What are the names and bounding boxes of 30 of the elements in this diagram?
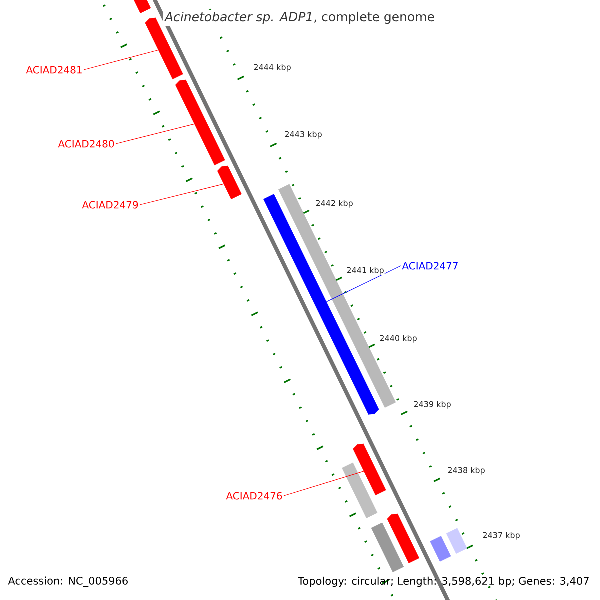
leader-line: [116, 124, 195, 144]
leader-line: [326, 266, 402, 302]
tick-label: 2437 kbp: [482, 532, 521, 540]
gene-track-bar: [371, 522, 404, 572]
gene-feature: [217, 166, 242, 200]
gene-feature: [175, 80, 226, 166]
gene-track-bar: [430, 536, 452, 562]
genome-info-text: Topology: circular; Length: 3,598,621 bp; Genes: 3,407: [298, 576, 589, 588]
tick-label: 2444 kbp: [253, 64, 292, 72]
leader-line: [84, 50, 159, 70]
tick-label: 2443 kbp: [284, 130, 323, 140]
tick-label: 2439 kbp: [413, 400, 452, 410]
gene-feature: [387, 514, 420, 564]
title: Acinetobacter sp. ADP1, complete genome: [163, 10, 437, 26]
accession-text: Accession: NC_005966: [8, 576, 128, 588]
tick-label: 2441 kbp: [346, 266, 385, 276]
gene-track-bar: [342, 462, 378, 518]
leader-line: [284, 471, 364, 496]
gene-feature: [132, 0, 152, 14]
gene-label: ACIAD2476: [226, 492, 282, 500]
gene-feature: [352, 444, 386, 496]
tick-label: 2438 kbp: [447, 466, 486, 476]
leader-line: [140, 184, 224, 206]
gene-label: ACIAD2479: [82, 201, 138, 209]
tick-label: 2442 kbp: [315, 200, 354, 208]
gene-label: ACIAD2481: [26, 66, 82, 74]
gene-label: ACIAD2480: [58, 140, 114, 148]
tick-label: 2440 kbp: [379, 334, 418, 344]
gene-label: ACIAD2477: [402, 262, 458, 270]
gene-track-bar: [446, 528, 468, 554]
